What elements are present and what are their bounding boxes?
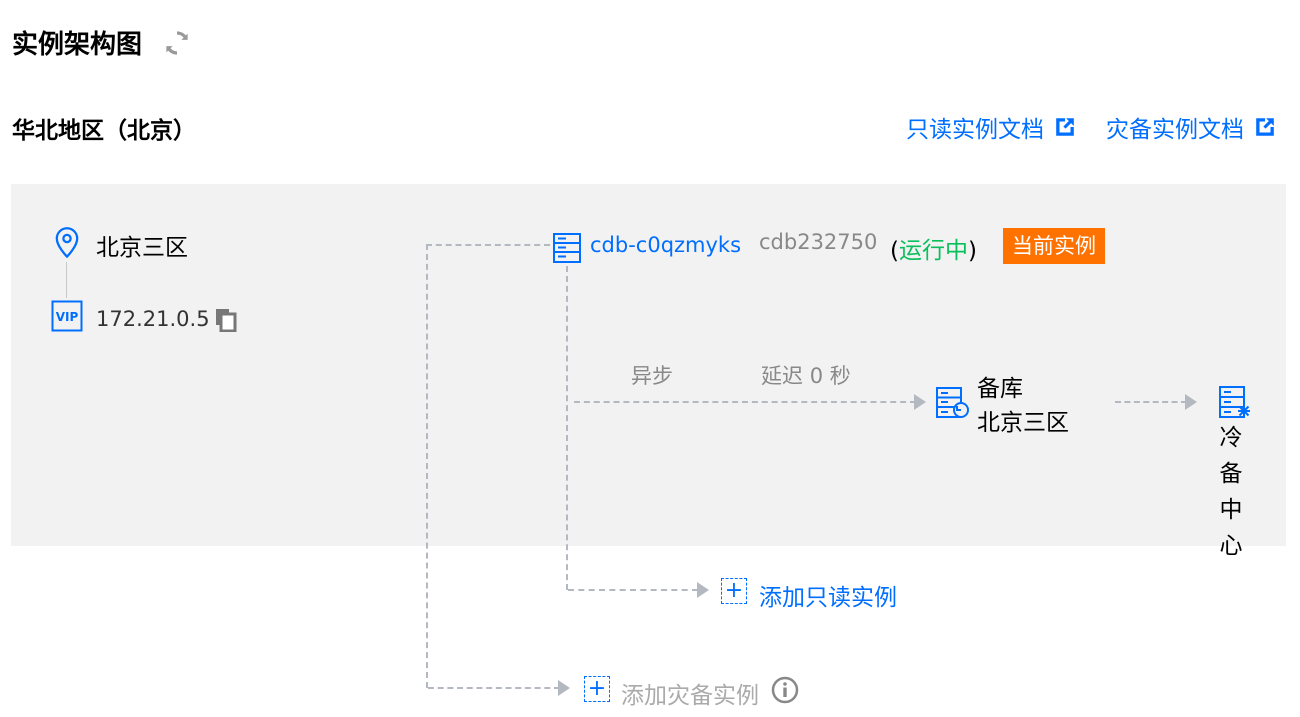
refresh-icon[interactable] (162, 28, 192, 58)
replication-delay: 延迟 0 秒 (761, 364, 851, 388)
page-title: 实例架构图 (12, 30, 143, 60)
arrow-right-icon (914, 394, 926, 410)
vip-address: 172.21.0.5 (96, 307, 210, 331)
location-pin-icon (55, 227, 79, 259)
standby-zone: 北京三区 (977, 410, 1069, 436)
standby-connector (574, 401, 916, 403)
dr-connector-top (426, 244, 550, 246)
replication-mode: 异步 (631, 364, 673, 388)
svg-text:VIP: VIP (56, 310, 79, 324)
readonly-doc-label: 只读实例文档 (906, 117, 1044, 143)
standby-label: 备库 (977, 376, 1023, 402)
standby-node: 备库 北京三区 (977, 372, 1069, 440)
arrow-right-icon (558, 680, 570, 696)
region-heading: 华北地区（北京） (12, 118, 196, 144)
dr-connector-vertical (426, 244, 428, 688)
zone-label: 北京三区 (96, 235, 188, 261)
cold-connector (1115, 401, 1187, 403)
zone-connector (66, 262, 67, 298)
arrow-right-icon (697, 582, 709, 598)
add-dr-link[interactable]: 添加灾备实例 (621, 683, 759, 709)
external-link-icon (1056, 118, 1074, 136)
instance-name: cdb232750 (759, 230, 878, 254)
external-link-icon (1256, 118, 1274, 136)
instance-status: (运行中) (890, 238, 977, 264)
add-dr-plus-icon[interactable]: + (584, 676, 610, 702)
info-icon[interactable] (771, 676, 799, 704)
dr-doc-label: 灾备实例文档 (1106, 117, 1244, 143)
current-instance-badge: 当前实例 (1003, 228, 1105, 264)
add-readonly-plus-icon[interactable]: + (721, 578, 747, 604)
ro-connector-vertical (566, 266, 568, 590)
arrow-right-icon (1185, 394, 1197, 410)
readonly-doc-link[interactable]: 只读实例文档 (906, 110, 1076, 144)
dr-connector-bottom (428, 687, 560, 689)
database-server-icon (553, 233, 581, 263)
cold-backup-icon (1219, 386, 1250, 418)
instance-id-link[interactable]: cdb-c0qzmyks (590, 233, 742, 257)
vip-icon: VIP (51, 300, 83, 332)
status-running: 运行中 (898, 238, 968, 264)
add-readonly-link[interactable]: 添加只读实例 (759, 585, 897, 611)
ro-connector-bottom (568, 589, 698, 591)
cold-backup-label: 冷 备 中 心 (1219, 425, 1243, 559)
copy-icon[interactable] (215, 308, 237, 332)
standby-database-icon (936, 387, 969, 418)
dr-doc-link[interactable]: 灾备实例文档 (1106, 110, 1276, 144)
